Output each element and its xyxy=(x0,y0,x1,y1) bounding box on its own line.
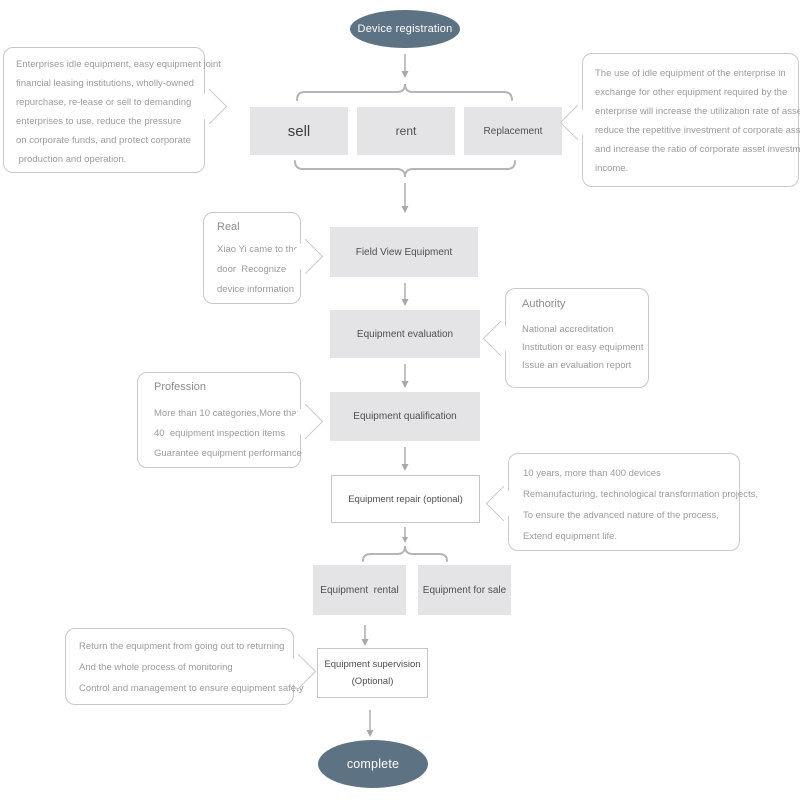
merge-brace xyxy=(294,160,516,178)
arrow-head xyxy=(402,537,408,543)
callout-line: on corporate funds, and protect corporat… xyxy=(16,135,191,146)
outcome-box-rental: Equipment rental xyxy=(313,565,406,615)
callout-line: enterprises to use, reduce the pressure xyxy=(16,116,182,127)
callout-line: reduce the repetitive investment of corp… xyxy=(595,125,800,136)
supervision-title: Equipment supervision xyxy=(324,659,421,670)
callout-line: Guarantee equipment performance xyxy=(154,448,302,459)
arrow-head xyxy=(401,71,409,78)
option-box-rent: rent xyxy=(357,107,455,155)
braces xyxy=(294,83,516,562)
callout-line: Extend equipment life. xyxy=(523,531,618,542)
arrow-head xyxy=(401,206,409,213)
callout-line: financial leasing institutions, wholly-o… xyxy=(16,78,194,89)
callout-line: Return the equipment from going out to r… xyxy=(79,641,285,652)
start-node-label: Device registration xyxy=(357,23,453,35)
callout-line: The use of idle equipment of the enterpr… xyxy=(595,68,786,79)
arrow-head xyxy=(361,639,369,646)
callout-line: National accreditation xyxy=(522,324,614,335)
callout-line: income. xyxy=(595,163,629,174)
callout-line: production and operation. xyxy=(16,154,127,165)
flow-arrowheads xyxy=(361,71,409,737)
end-node: complete xyxy=(318,740,428,788)
start-node: Device registration xyxy=(350,10,460,48)
step-label: Field View Equipment xyxy=(355,246,453,258)
step-box-evaluation: Equipment evaluation xyxy=(330,310,480,358)
option-box-replacement: Replacement xyxy=(464,107,562,155)
callout-real: Real Xiao Yi came to the door Recognize … xyxy=(203,212,324,304)
callout-line: Enterprises idle equipment, easy equipme… xyxy=(16,59,221,70)
flow-arrows xyxy=(364,54,406,730)
callout-line: enterprise will increase the utilization… xyxy=(595,106,800,117)
callout-title: Authority xyxy=(522,298,566,310)
option-label: rent xyxy=(395,124,417,138)
callout-line: Issue an evaluation report xyxy=(522,360,632,371)
callout-title: Real xyxy=(217,221,240,233)
callout-line: 40 equipment inspection items xyxy=(154,428,285,439)
supervision-subtitle: (Optional) xyxy=(351,676,394,687)
step-box-supervision: Equipment supervision (Optional) xyxy=(317,648,428,698)
outcome-label: Equipment for sale xyxy=(422,584,507,596)
option-label: Replacement xyxy=(483,125,543,137)
callout-line: and increase the ratio of corporate asse… xyxy=(595,144,800,155)
step-label: Equipment qualification xyxy=(353,411,457,422)
option-label: sell xyxy=(287,122,311,140)
callout-line: Control and management to ensure equipme… xyxy=(79,683,304,694)
callout-line: More than 10 categories,More than xyxy=(154,408,302,419)
callout-line: door Recognize xyxy=(217,264,287,275)
step-label: Equipment evaluation xyxy=(356,328,454,340)
step-label: Equipment repair (optional) xyxy=(348,493,463,505)
callout-profession: Profession More than 10 categories,More … xyxy=(137,372,324,468)
split-brace-bottom xyxy=(362,545,448,562)
callout-exchange-benefit: The use of idle equipment of the enterpr… xyxy=(559,53,800,187)
arrow-head xyxy=(401,464,409,471)
callout-idle-equipment: Enterprises idle equipment, easy equipme… xyxy=(3,47,228,173)
callout-line: device information xyxy=(217,284,295,295)
step-box-qualification: Equipment qualification xyxy=(330,392,480,441)
callout-line: Remanufacturing, technological transform… xyxy=(523,489,758,500)
callout-authority: Authority National accreditation Institu… xyxy=(482,288,649,388)
arrow-head xyxy=(366,730,374,737)
callout-line: To ensure the advanced nature of the pro… xyxy=(523,510,719,521)
step-box-field-view: Field View Equipment xyxy=(330,227,478,277)
outcome-label: Equipment rental xyxy=(320,584,399,596)
callout-title: Profession xyxy=(154,381,206,393)
split-brace-top xyxy=(296,83,513,101)
end-node-label: complete xyxy=(346,757,400,771)
option-box-sell: sell xyxy=(250,107,348,155)
callout-supervision-note: Return the equipment from going out to r… xyxy=(65,628,317,705)
arrow-head xyxy=(401,299,409,306)
arrow-head xyxy=(401,381,409,388)
callout-line: repurchase, re-lease or sell to demandin… xyxy=(16,97,192,108)
callout-line: exchange for other equipment required by… xyxy=(595,87,788,98)
callout-line: Institution or easy equipment xyxy=(522,342,644,353)
outcome-box-sale: Equipment for sale xyxy=(418,565,511,615)
callout-repair-strength: 10 years, more than 400 devices Remanufa… xyxy=(485,453,758,551)
callout-line: 10 years, more than 400 devices xyxy=(523,468,661,479)
callout-line: And the whole process of monitoring xyxy=(79,662,233,673)
callout-line: Xiao Yi came to the xyxy=(217,244,299,255)
step-box-repair: Equipment repair (optional) xyxy=(331,475,480,523)
